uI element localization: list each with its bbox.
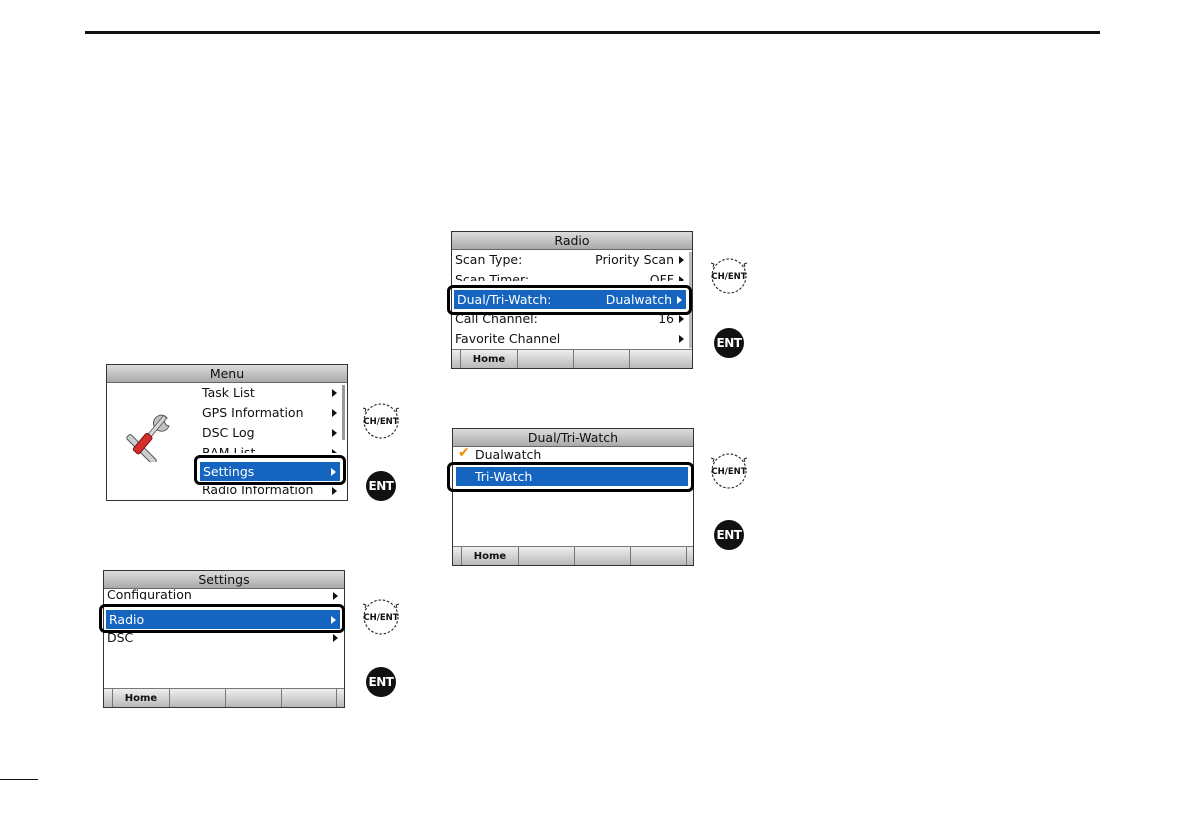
- radio-item-scan-timer[interactable]: Scan Timer: OFF: [452, 270, 688, 281]
- softkey-bar: Home: [453, 546, 693, 565]
- ch-ent-knob-icon: CH/ENT: [705, 255, 753, 297]
- softkey-home[interactable]: Home: [460, 350, 517, 368]
- top-rule: [85, 31, 1100, 34]
- menu-item-label: DSC Log: [202, 425, 255, 440]
- ent-key-icon: ENT: [366, 667, 396, 697]
- softkey-home[interactable]: Home: [112, 689, 169, 707]
- knob-label: CH/ENT: [363, 417, 398, 427]
- softkey-4[interactable]: [281, 689, 337, 707]
- ch-ent-knob-icon: CH/ENT: [705, 450, 753, 492]
- chevron-right-icon: [332, 429, 337, 437]
- option-dualwatch[interactable]: ✔ Dualwatch: [453, 447, 691, 461]
- menu-item-task-list[interactable]: Task List: [199, 383, 341, 402]
- chevron-right-icon: [332, 449, 337, 453]
- settings-screen: Settings Configuration Radio DSC Home: [103, 570, 345, 708]
- softkey-bar: Home: [452, 349, 692, 368]
- selection-highlight-frame: [447, 462, 694, 492]
- knob-label: CH/ENT: [363, 613, 398, 623]
- radio-screen: Radio Scan Type: Priority Scan Scan Time…: [451, 231, 693, 369]
- radio-item-label: Favorite Channel: [455, 331, 561, 346]
- radio-item-value: Dualwatch: [605, 292, 672, 307]
- chevron-right-icon: [679, 335, 684, 343]
- option-label: Dualwatch: [475, 447, 542, 461]
- radio-title: Radio: [452, 232, 692, 250]
- radio-item-value: OFF: [649, 272, 674, 281]
- chevron-right-icon: [332, 487, 337, 495]
- ch-ent-knob-icon: CH/ENT: [357, 400, 405, 442]
- checkmark-icon: ✔: [458, 447, 470, 461]
- knob-label: CH/ENT: [711, 467, 746, 477]
- radio-item-dual-tri-watch[interactable]: Dual/Tri-Watch: Dualwatch: [454, 290, 686, 309]
- softkey-3[interactable]: [574, 547, 630, 565]
- footer-rule: [0, 779, 38, 780]
- radio-item-call-channel[interactable]: Call Channel: 16: [452, 314, 688, 328]
- menu-item-label: Task List: [202, 385, 255, 400]
- menu-item-label: Radio Information: [202, 486, 314, 497]
- softkey-4[interactable]: [630, 547, 687, 565]
- selection-highlight-frame: [194, 455, 346, 485]
- radio-item-label: Scan Timer:: [455, 272, 530, 281]
- settings-item-configuration[interactable]: Configuration: [104, 589, 342, 600]
- scrollbar[interactable]: [342, 385, 345, 440]
- dual-tri-watch-title: Dual/Tri-Watch: [453, 429, 693, 447]
- menu-title: Menu: [107, 365, 347, 383]
- chevron-right-icon: [679, 256, 684, 264]
- menu-item-label: Settings: [203, 464, 255, 479]
- menu-item-settings[interactable]: Settings: [200, 462, 340, 481]
- chevron-right-icon: [333, 634, 338, 642]
- tools-icon: [125, 410, 175, 465]
- chevron-right-icon: [331, 616, 336, 624]
- chevron-right-icon: [679, 315, 684, 323]
- menu-item-radio-information[interactable]: Radio Information: [199, 486, 341, 500]
- softkey-home[interactable]: Home: [461, 547, 518, 565]
- softkey-2[interactable]: [517, 350, 573, 368]
- menu-item-dsc-log[interactable]: DSC Log: [199, 423, 341, 442]
- chevron-right-icon: [331, 468, 336, 476]
- ent-key-icon: ENT: [366, 471, 396, 501]
- chevron-right-icon: [677, 296, 682, 304]
- settings-item-label: DSC: [107, 631, 134, 645]
- menu-item-gps-information[interactable]: GPS Information: [199, 403, 341, 422]
- selection-highlight-frame: [99, 604, 345, 633]
- settings-title: Settings: [104, 571, 344, 589]
- chevron-right-icon: [332, 409, 337, 417]
- softkey-4[interactable]: [629, 350, 686, 368]
- radio-item-value: Priority Scan: [595, 252, 674, 267]
- radio-item-label: Scan Type:: [455, 252, 523, 267]
- option-label: Tri-Watch: [475, 469, 533, 484]
- settings-item-label: Configuration: [107, 589, 192, 600]
- ch-ent-knob-icon: CH/ENT: [357, 596, 405, 638]
- menu-item-label: GPS Information: [202, 405, 304, 420]
- settings-item-dsc[interactable]: DSC: [104, 631, 342, 645]
- menu-screen: Menu Task List GPS Information DSC Log R…: [106, 364, 348, 501]
- softkey-bar: Home: [104, 688, 344, 707]
- radio-item-scan-type[interactable]: Scan Type: Priority Scan: [452, 250, 688, 269]
- radio-item-favorite-channel[interactable]: Favorite Channel: [452, 329, 688, 348]
- softkey-3[interactable]: [225, 689, 281, 707]
- ent-key-icon: ENT: [714, 328, 744, 358]
- radio-item-label: Call Channel:: [455, 314, 538, 326]
- radio-item-label: Dual/Tri-Watch:: [457, 292, 552, 307]
- knob-label: CH/ENT: [711, 272, 746, 282]
- softkey-2[interactable]: [518, 547, 574, 565]
- ent-key-icon: ENT: [714, 520, 744, 550]
- menu-item-ram-list[interactable]: RAM List: [199, 443, 341, 453]
- selection-highlight-frame: [447, 285, 692, 315]
- softkey-3[interactable]: [573, 350, 629, 368]
- menu-item-label: RAM List: [202, 445, 256, 453]
- option-tri-watch[interactable]: Tri-Watch: [456, 467, 688, 486]
- settings-item-label: Radio: [109, 612, 145, 627]
- chevron-right-icon: [679, 276, 684, 281]
- radio-item-value: 16: [658, 314, 674, 326]
- chevron-right-icon: [333, 592, 338, 600]
- softkey-2[interactable]: [169, 689, 225, 707]
- settings-item-radio[interactable]: Radio: [106, 610, 340, 629]
- chevron-right-icon: [332, 389, 337, 397]
- dual-tri-watch-screen: Dual/Tri-Watch ✔ Dualwatch Tri-Watch Hom…: [452, 428, 694, 566]
